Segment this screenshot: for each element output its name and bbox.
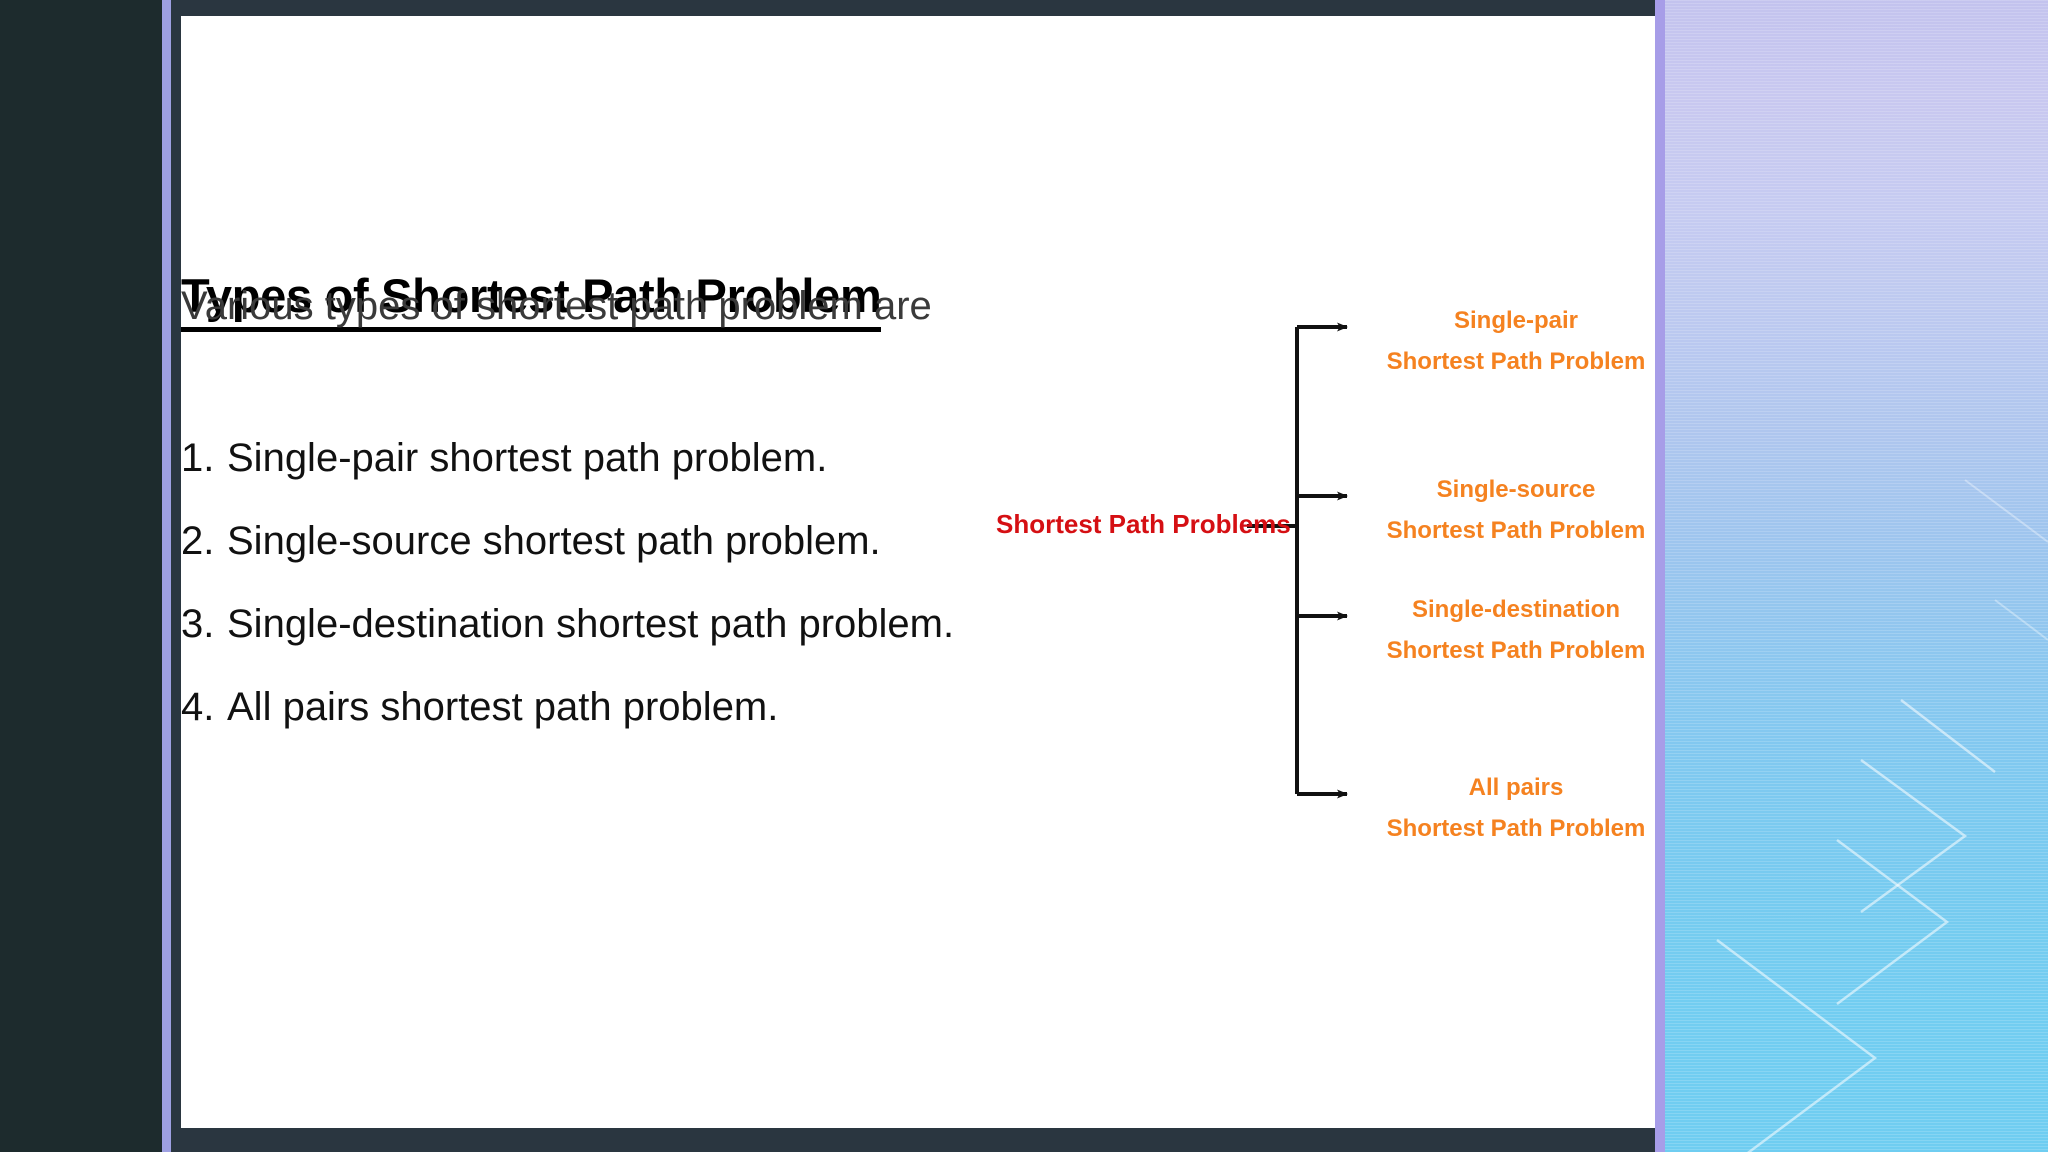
panel-scanline-texture	[1665, 0, 2048, 1152]
panel-gradient	[1665, 0, 2048, 1152]
page-title: Types of Shortest Path Problem	[181, 268, 882, 332]
branch-line-1: Single-destination	[1411, 596, 1620, 623]
list-item-label: Single-pair shortest path problem.	[227, 436, 828, 480]
branch-line-1: All pairs	[1468, 774, 1564, 801]
branch-line-1: Single-pair	[1453, 307, 1579, 334]
left-gutter	[171, 0, 181, 1152]
list-item-label: All pairs shortest path problem.	[227, 685, 779, 729]
diagram-branch-single-pair: Single-pair Shortest Path Problem	[1351, 300, 1681, 383]
panel-chevron-lines	[1716, 479, 2048, 1152]
problem-type-list: 1. Single-pair shortest path problem. 2.…	[181, 436, 954, 768]
branch-line-2: Shortest Path Problem	[1386, 348, 1646, 376]
list-item-number: 4.	[181, 685, 215, 729]
branch-line-2: Shortest Path Problem	[1386, 815, 1646, 843]
diagram-branch-single-source: Single-source Shortest Path Problem	[1351, 469, 1681, 552]
tree-connector-graphic	[1247, 322, 1348, 799]
top-frame-band	[171, 0, 1895, 16]
panel-accent-rule	[1655, 0, 1665, 1152]
list-item-number: 2.	[181, 519, 215, 563]
list-item: 4. All pairs shortest path problem.	[181, 685, 954, 730]
list-item: 3. Single-destination shortest path prob…	[181, 602, 954, 647]
intro-text: Various types of shortest path problem a…	[181, 284, 932, 328]
left-accent-rule	[162, 0, 171, 1152]
branch-line-2: Shortest Path Problem	[1386, 637, 1646, 665]
slide-text-column: Types of Shortest Path Problem Various t…	[181, 16, 1081, 1128]
list-item-number: 1.	[181, 436, 215, 480]
diagram-root-label: Shortest Path Problems	[996, 509, 1291, 539]
branch-line-2: Shortest Path Problem	[1386, 517, 1646, 545]
slide-canvas: Types of Shortest Path Problem Various t…	[181, 16, 1895, 1128]
list-item: 2. Single-source shortest path problem.	[181, 519, 954, 564]
diagram-branch-single-destination: Single-destination Shortest Path Problem	[1351, 589, 1681, 672]
list-item-number: 3.	[181, 602, 215, 646]
list-item-label: Single-source shortest path problem.	[227, 519, 881, 563]
bottom-frame-band	[171, 1128, 1895, 1152]
shortest-path-tree-diagram: Shortest Path Problems Single-pair Short…	[781, 196, 1831, 1016]
diagram-branch-all-pairs: All pairs Shortest Path Problem	[1351, 767, 1681, 850]
list-item-label: Single-destination shortest path problem…	[227, 602, 955, 646]
list-item: 1. Single-pair shortest path problem.	[181, 436, 954, 481]
branch-line-1: Single-source	[1436, 476, 1596, 503]
decorative-side-panel	[1655, 0, 2048, 1152]
